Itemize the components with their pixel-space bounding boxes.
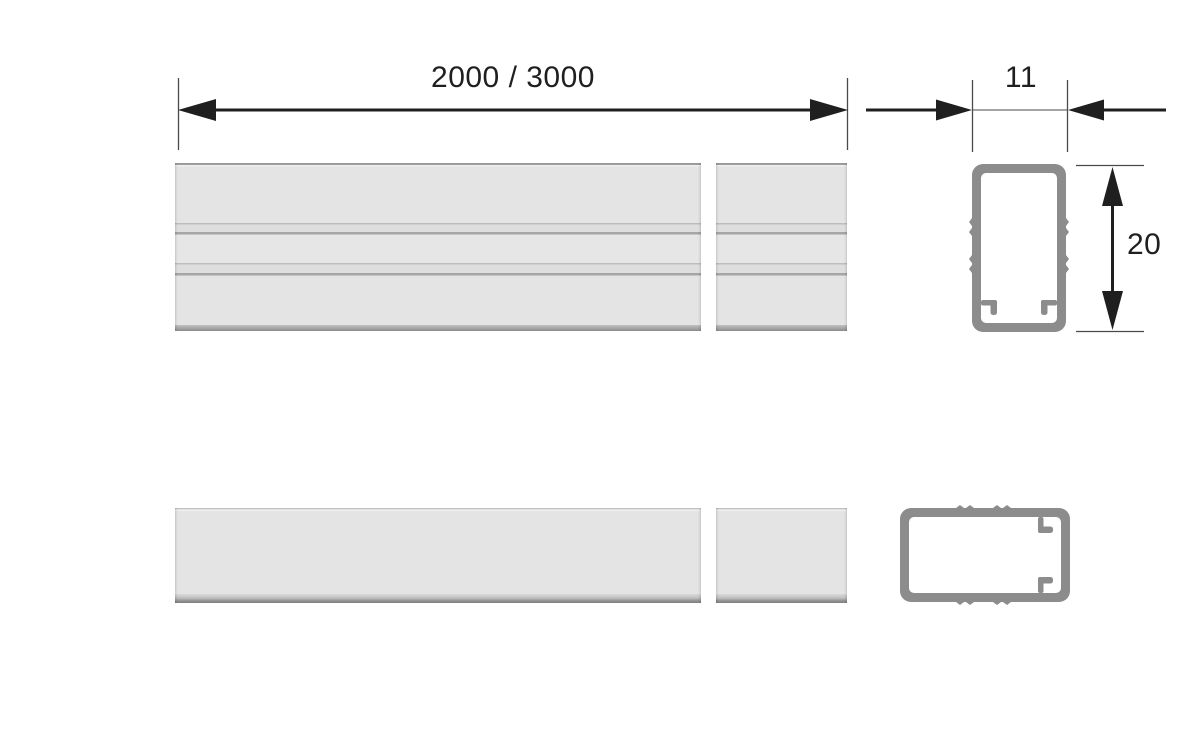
knurl-ridges-top [956, 505, 1011, 508]
arrow-down-icon [1102, 291, 1123, 330]
back-view-bar-right-segment [716, 508, 847, 603]
mounting-hook-bottom [1038, 577, 1053, 593]
length-dimension [177, 78, 849, 150]
length-dimension-label: 2000 / 3000 [431, 61, 595, 94]
knurl-ridges-left [969, 218, 972, 273]
knurl-ridges-bottom [956, 602, 1011, 605]
arrow-right-icon [810, 99, 848, 121]
arrow-left-icon [178, 99, 216, 121]
mounting-hook-left [981, 300, 997, 315]
arrow-right-icon [936, 99, 972, 121]
width-dimension [866, 80, 1166, 152]
knurl-ridges-right [1066, 218, 1069, 273]
width-dimension-label: 11 [1004, 61, 1038, 94]
front-view-bar-right-segment [716, 163, 847, 331]
arrow-up-icon [1102, 167, 1123, 206]
front-view-bar-left-segment [175, 163, 701, 331]
height-dimension-label: 20 [1127, 228, 1162, 261]
cross-section-rotated [900, 505, 1070, 605]
mounting-hook-right [1041, 300, 1057, 315]
mounting-hook-top [1038, 517, 1053, 533]
profile-cavity [909, 517, 1061, 593]
height-dimension [1076, 164, 1144, 333]
profile-cavity [981, 173, 1057, 323]
back-view-bar-left-segment [175, 508, 701, 603]
arrow-left-icon [1068, 99, 1104, 121]
cross-section-upright [969, 164, 1069, 332]
